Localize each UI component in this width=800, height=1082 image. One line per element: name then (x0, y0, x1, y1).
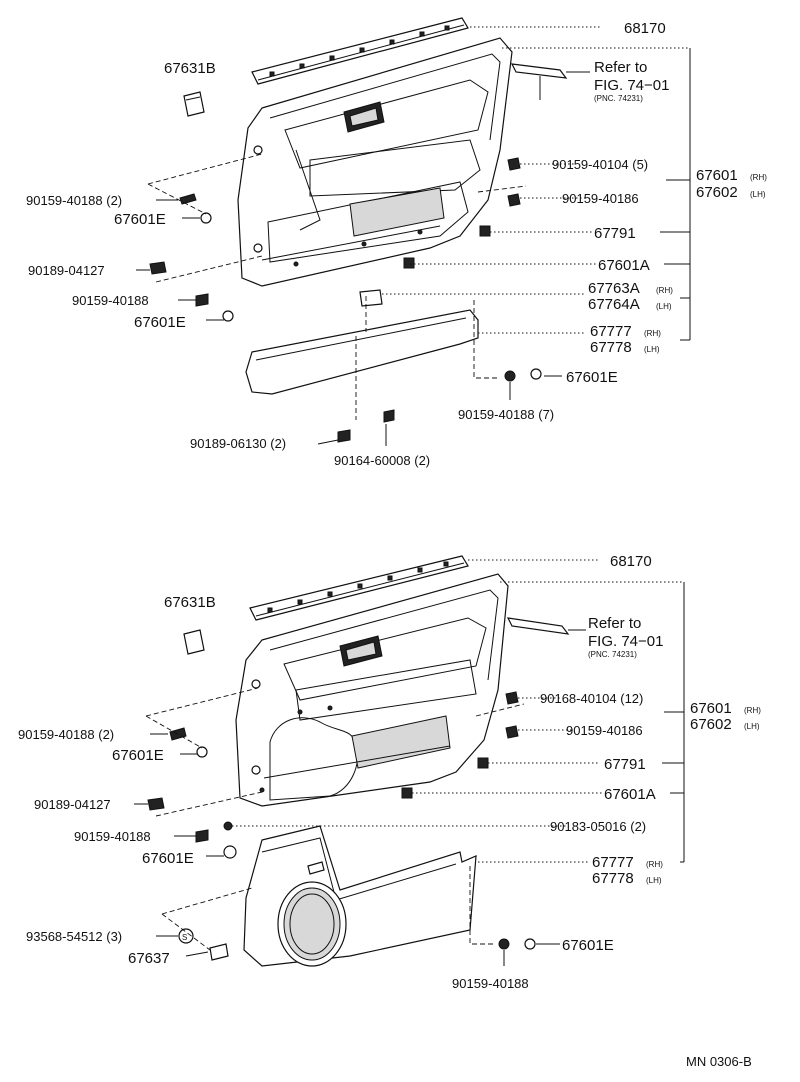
label-90164-60008: 90164-60008 (2) (334, 453, 430, 468)
top-assist-grip (510, 63, 568, 79)
bottom-leader-lines (134, 559, 685, 966)
label-90189-06130: 90189-06130 (2) (190, 436, 286, 451)
label-90159-40188-b: 90159-40188 (74, 829, 151, 844)
label-67778-sub-b: (LH) (646, 876, 662, 885)
bottom-diagram: S (18, 553, 761, 991)
bottom-clip-67631B (183, 629, 205, 655)
refer-line1-b: Refer to (588, 615, 641, 632)
label-67602-lh-sub: (LH) (750, 190, 766, 199)
label-67601-rh-sub: (RH) (750, 173, 767, 182)
label-67791: 67791 (594, 225, 636, 242)
refer-pnc: (PNC. 74231) (594, 94, 643, 103)
top-leader-lines (136, 26, 691, 446)
label-67601A-b: 67601A (604, 786, 656, 803)
bottom-lower-trim-with-speaker (243, 825, 477, 967)
top-fasteners (149, 157, 542, 443)
label-93568-54512: 93568-54512 (3) (26, 929, 122, 944)
label-67601A: 67601A (598, 257, 650, 274)
label-67778-b: 67778 (592, 870, 634, 887)
label-67602-lh-sub-b: (LH) (744, 722, 760, 731)
label-67764A-sub: (LH) (656, 302, 672, 311)
label-90159-40188: 90159-40188 (72, 293, 149, 308)
label-67601E-b-b: 67601E (142, 850, 194, 867)
bottom-fasteners: S (147, 691, 536, 961)
label-67777-sub: (RH) (644, 329, 661, 338)
label-68170-b: 68170 (610, 553, 652, 570)
label-67764A: 67764A (588, 296, 640, 313)
label-90159-40188-7: 90159-40188 (7) (458, 407, 554, 422)
label-90183-05016: 90183-05016 (2) (550, 819, 646, 834)
refer-line2-b: FIG. 74−01 (588, 633, 663, 650)
label-67602-lh: 67602 (696, 184, 738, 201)
s-marker: S (182, 933, 187, 942)
top-clip-67631B (183, 91, 205, 117)
refer-pnc-b: (PNC. 74231) (588, 650, 637, 659)
label-68170: 68170 (624, 20, 666, 37)
label-90159-40186-b: 90159-40186 (566, 723, 643, 738)
label-67631B: 67631B (164, 60, 216, 77)
label-90189-04127-b: 90189-04127 (34, 797, 111, 812)
label-67601E-c: 67601E (566, 369, 618, 386)
label-67778: 67778 (590, 339, 632, 356)
label-67763A: 67763A (588, 280, 640, 297)
label-90159-40188-2-b: 90159-40188 (2) (18, 727, 114, 742)
label-90159-40188-2: 90159-40188 (2) (26, 193, 122, 208)
bottom-door-trim-board (235, 573, 509, 807)
label-67601E-a-b: 67601E (112, 747, 164, 764)
label-90168-40104: 90168-40104 (12) (540, 691, 643, 706)
bottom-assist-grip (506, 617, 570, 635)
top-moulding-strip (251, 17, 469, 85)
top-armrest-pad (245, 309, 479, 395)
label-67601-rh-sub-b: (RH) (744, 706, 761, 715)
bottom-moulding-strip (249, 555, 469, 621)
label-67601-rh-b: 67601 (690, 700, 732, 717)
label-90189-04127: 90189-04127 (28, 263, 105, 278)
top-labels: 68170 67631B Refer to FIG. 74−01 (PNC. 7… (26, 20, 767, 468)
refer-line1: Refer to (594, 59, 647, 76)
label-67631B-b: 67631B (164, 594, 216, 611)
figure-code: MN 0306-B (686, 1054, 752, 1069)
label-67637: 67637 (128, 950, 170, 967)
label-67601E-a: 67601E (114, 211, 166, 228)
bottom-labels: 68170 67631B Refer to FIG. 74−01 (PNC. 7… (18, 553, 761, 991)
label-67601-rh: 67601 (696, 167, 738, 184)
label-67602-lh-b: 67602 (690, 716, 732, 733)
label-67777-b: 67777 (592, 854, 634, 871)
label-67777-sub-b: (RH) (646, 860, 663, 869)
label-90159-40188-bottom: 90159-40188 (452, 976, 529, 991)
label-90159-40104: 90159-40104 (5) (552, 157, 648, 172)
label-67601E-c-b: 67601E (562, 937, 614, 954)
label-67778-sub: (LH) (644, 345, 660, 354)
label-67777: 67777 (590, 323, 632, 340)
top-diagram: 68170 67631B Refer to FIG. 74−01 (PNC. 7… (26, 17, 767, 468)
label-67791-b: 67791 (604, 756, 646, 773)
top-door-trim-board (237, 37, 513, 287)
label-67763A-sub: (RH) (656, 286, 673, 295)
refer-line2: FIG. 74−01 (594, 77, 669, 94)
label-67601E-b: 67601E (134, 314, 186, 331)
label-90159-40186: 90159-40186 (562, 191, 639, 206)
